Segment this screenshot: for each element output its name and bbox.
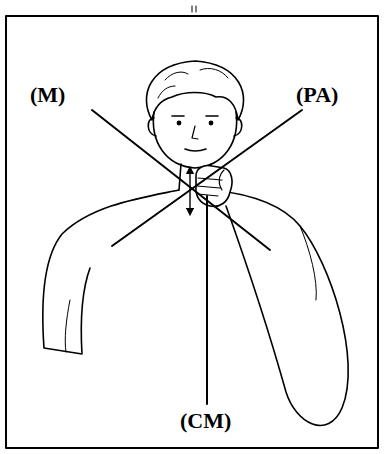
raised-arm — [213, 190, 348, 425]
part-label: (CM) — [180, 410, 231, 432]
eye — [177, 121, 180, 124]
frame-tick — [192, 6, 196, 12]
leader-line — [92, 110, 270, 250]
hair-curls — [158, 68, 228, 98]
nose — [192, 126, 198, 139]
frame — [6, 16, 378, 448]
eyebrows — [172, 115, 218, 117]
shoulder-fold — [300, 226, 316, 300]
label-text: (M) — [30, 82, 65, 107]
face — [153, 112, 236, 168]
label-text: (PA) — [296, 82, 338, 107]
hair — [146, 61, 243, 120]
leader-line — [206, 196, 208, 404]
label-text: (CM) — [180, 408, 231, 433]
part-label: (M) — [30, 84, 65, 106]
fist — [196, 165, 232, 206]
sleeve-fold — [65, 300, 70, 352]
mouth — [185, 149, 206, 151]
part-label: (PA) — [296, 84, 338, 106]
torso-left — [43, 190, 179, 354]
eye — [209, 121, 212, 124]
